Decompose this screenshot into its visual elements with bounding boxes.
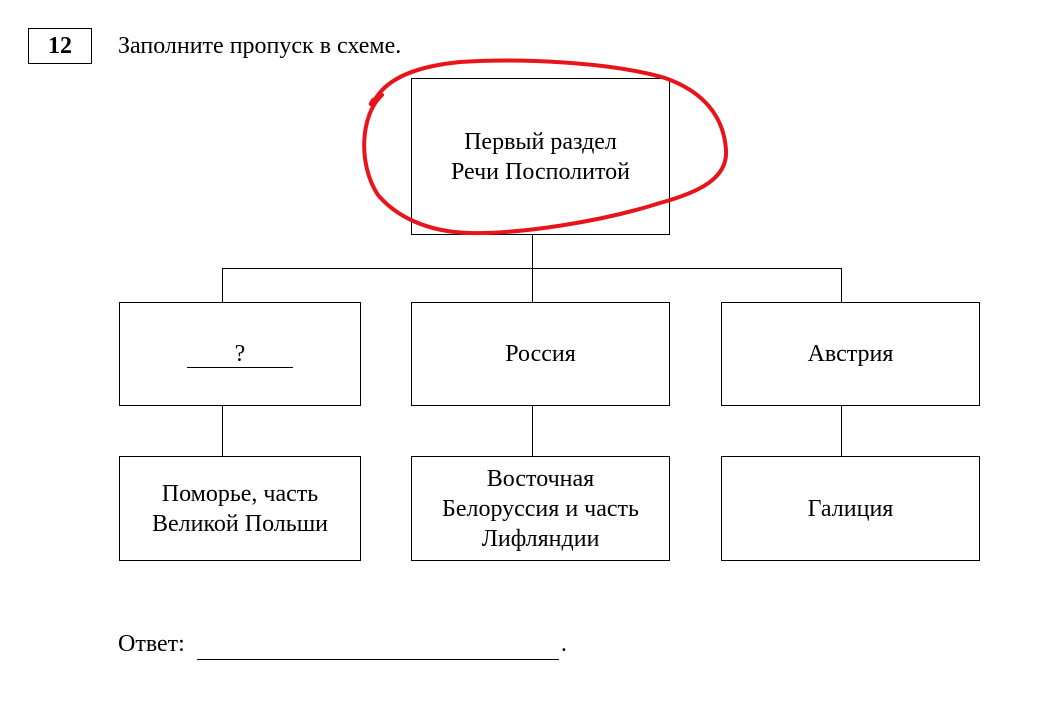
task-number-badge: 12 <box>28 28 92 64</box>
root-line-1: Первый раздел <box>464 128 617 155</box>
connector-root-down <box>532 234 533 269</box>
country-box-russia: Россия <box>411 302 670 406</box>
territory-line: Поморье, часть <box>161 480 319 507</box>
task-number: 12 <box>48 32 72 59</box>
territory-line: Восточная <box>486 465 595 492</box>
root-line-2: Речи Посполитой <box>451 158 630 185</box>
connector-branch-2-down <box>532 268 533 303</box>
missing-country-blank: ? <box>187 341 293 368</box>
connector-branch-1-down <box>222 268 223 303</box>
country-box-austria: Австрия <box>721 302 980 406</box>
root-box: Первый раздел Речи Посполитой <box>411 78 670 235</box>
answer-terminator: . <box>560 631 567 657</box>
country-box-missing: ? <box>119 302 361 406</box>
task-instruction: Заполните пропуск в схеме. <box>118 33 402 59</box>
connector-branch-2-territory <box>532 405 533 457</box>
country-label: Россия <box>505 341 576 367</box>
answer-row: Ответ: . <box>118 628 567 660</box>
country-label: Австрия <box>807 341 894 367</box>
territory-line: Лифляндии <box>481 525 600 552</box>
connector-branch-3-down <box>841 268 842 303</box>
connector-branch-3-territory <box>841 405 842 457</box>
connector-branch-1-territory <box>222 405 223 457</box>
answer-field[interactable] <box>196 635 559 660</box>
territory-line: Великой Польши <box>151 510 329 537</box>
territory-line: Белоруссия и часть <box>442 495 639 522</box>
territory-line: Галиция <box>807 495 894 522</box>
answer-label: Ответ: <box>118 631 185 657</box>
territory-box-3: Галиция <box>721 456 980 561</box>
territory-box-2: Восточная Белоруссия и часть Лифляндии <box>411 456 670 561</box>
territory-box-1: Поморье, часть Великой Польши <box>119 456 361 561</box>
